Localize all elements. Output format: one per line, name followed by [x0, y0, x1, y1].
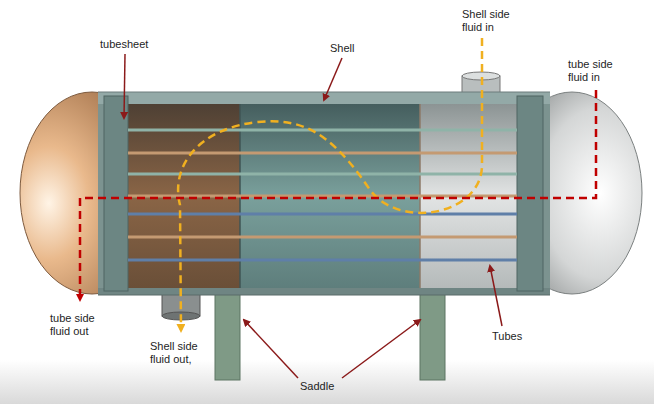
part-label: Shell [330, 42, 370, 55]
part-label: tubesheet [100, 38, 160, 51]
flow-label: Shell side fluid in [462, 8, 524, 34]
part-label: Saddle [300, 380, 344, 393]
flow-label: tube side fluid in [568, 58, 630, 84]
part-label: Tubes [492, 330, 532, 343]
flow-label: Shell side fluid out, [150, 340, 216, 366]
flow-label: tube side fluid out [50, 312, 112, 338]
